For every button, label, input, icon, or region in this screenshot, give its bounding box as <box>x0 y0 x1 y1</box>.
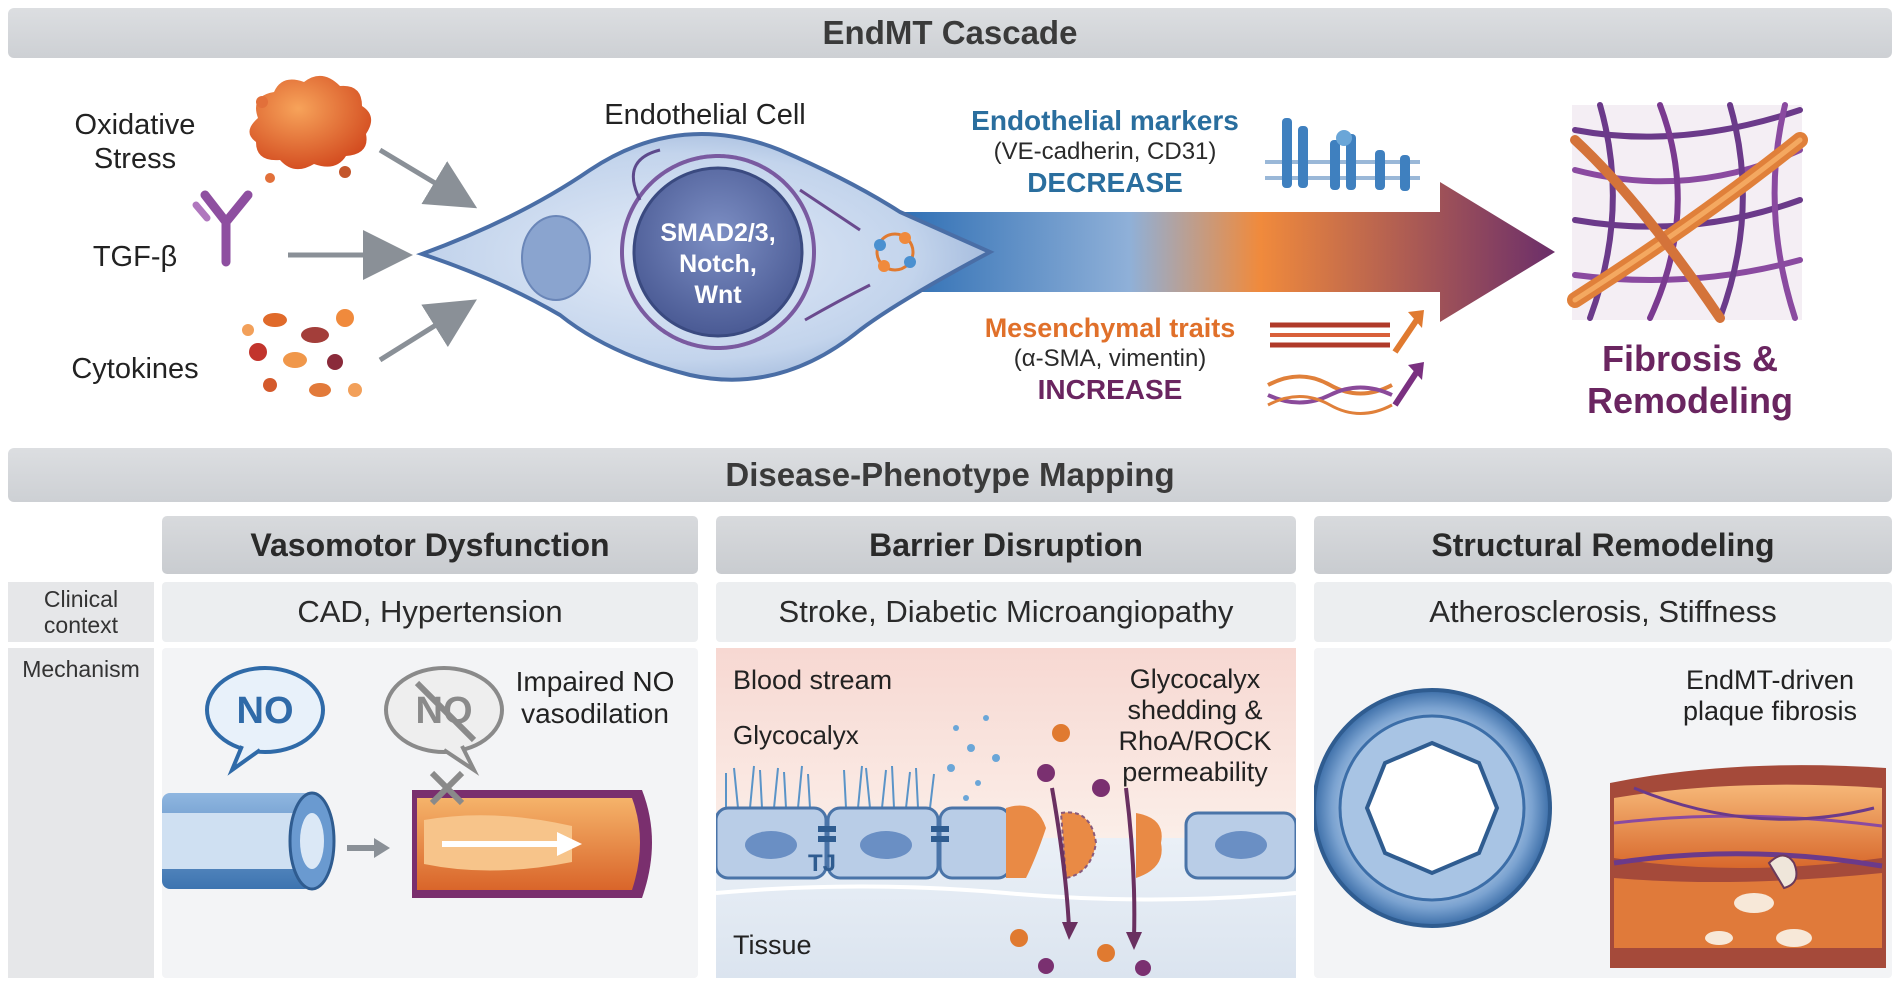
row-label-line: context <box>43 612 119 638</box>
nucleus-line: SMAD2/3, <box>660 219 776 247</box>
input-label-oxidative-stress: Oxidative Stress <box>40 108 230 176</box>
fibrotic-plaque-icon <box>1610 765 1886 968</box>
context-barrier: Stroke, Diabetic Microangiopathy <box>716 582 1296 642</box>
column-heading-vasomotor: Vasomotor Dysfunction <box>162 516 698 574</box>
mesenchymal-fibers-icon <box>1267 310 1424 415</box>
nucleus-label: SMAD2/3, Notch, Wnt <box>640 218 796 311</box>
glycocalyx-label: Glycocalyx <box>733 720 859 750</box>
dysfunctional-vessel-icon <box>412 770 652 898</box>
glycocalyx-icon <box>725 765 935 809</box>
input-arrows <box>288 147 478 363</box>
outcome-label: Fibrosis & Remodeling <box>1560 338 1820 422</box>
no-bubble-text: NO <box>236 690 294 732</box>
input-label-line: Stress <box>93 143 177 175</box>
outcome-line: Fibrosis & <box>1601 338 1779 379</box>
row-label-mechanism: Mechanism <box>8 648 154 978</box>
mesenchymal-traits-detail: (α-SMA, vimentin) <box>1013 345 1207 372</box>
mesenchymal-traits-block: Mesenchymal traits (α-SMA, vimentin) INC… <box>960 312 1260 406</box>
caption-line: vasodilation <box>521 698 669 729</box>
context-vasomotor: CAD, Hypertension <box>162 582 698 642</box>
nucleus-line: Wnt <box>694 281 742 309</box>
membrane-markers-icon <box>1265 118 1420 191</box>
column-heading-barrier: Barrier Disruption <box>716 516 1296 574</box>
endothelial-cell-layer <box>716 805 1296 880</box>
cascade-header: EndMT Cascade <box>8 8 1892 58</box>
input-label-tgf-beta: TGF-β <box>92 241 178 273</box>
nucleus-line: Notch, <box>679 250 757 278</box>
context-structural: Atherosclerosis, Stiffness <box>1314 582 1892 642</box>
cell-label: Endothelial Cell <box>604 99 806 131</box>
structural-illustration <box>1314 688 1886 968</box>
barrier-illustration <box>716 648 1296 978</box>
vasomotor-caption: Impaired NO vasodilation <box>500 666 690 730</box>
row-label-line: Clinical <box>43 586 119 612</box>
structural-caption: EndMT-driven plaque fibrosis <box>1660 665 1880 727</box>
mapping-header: Disease-Phenotype Mapping <box>8 448 1892 502</box>
mesenchymal-traits-title: Mesenchymal traits <box>984 313 1236 343</box>
cascade-diagram <box>192 75 1808 415</box>
tight-junction-label: TJ <box>808 850 837 877</box>
caption-line: Glycocalyx <box>1129 664 1261 694</box>
caption-line: shedding & <box>1127 695 1263 725</box>
input-label-line: Oxidative <box>74 109 196 141</box>
healthy-vessel-icon <box>162 791 336 891</box>
no-speech-bubble-icon <box>205 666 325 776</box>
fibrosis-mesh-icon <box>1567 102 1808 323</box>
mapping-title: Disease-Phenotype Mapping <box>725 456 1175 493</box>
oxidative-stress-cloud-icon <box>249 75 372 183</box>
endothelial-markers-detail: (VE-cadherin, CD31) <box>993 138 1217 165</box>
caption-line: EndMT-driven <box>1685 665 1855 695</box>
no-crossed-bubble-text: NO <box>415 690 473 732</box>
input-label-cytokines: Cytokines <box>71 353 199 385</box>
endothelial-markers-change: DECREASE <box>1027 167 1183 198</box>
tissue-label: Tissue <box>733 930 812 960</box>
endothelial-markers-title: Endothelial markers <box>971 105 1239 136</box>
caption-line: Impaired NO <box>515 666 675 697</box>
vasomotor-illustration <box>162 666 652 898</box>
antibody-icon <box>192 190 253 267</box>
endothelial-markers-block: Endothelial markers (VE-cadherin, CD31) … <box>950 105 1260 199</box>
endmt-transition-arrow <box>900 182 1555 322</box>
caption-line: RhoA/ROCK <box>1118 726 1272 756</box>
caption-line: plaque fibrosis <box>1682 696 1858 726</box>
outcome-line: Remodeling <box>1586 380 1793 421</box>
stiff-artery-cross-section-icon <box>1314 688 1552 928</box>
no-crossed-bubble-icon <box>384 666 504 776</box>
cytokine-particles-icon <box>242 309 362 397</box>
column-heading-structural: Structural Remodeling <box>1314 516 1892 574</box>
blood-stream-label: Blood stream <box>733 665 893 695</box>
shed-glycocalyx-particles <box>947 715 1000 801</box>
row-label-clinical-context: Clinical context <box>8 582 154 642</box>
mesenchymal-traits-change: INCREASE <box>1037 374 1183 405</box>
barrier-caption: Glycocalyx shedding & RhoA/ROCK permeabi… <box>1100 664 1290 788</box>
caption-line: permeability <box>1122 757 1268 787</box>
row-label-mechanism-text: Mechanism <box>22 656 140 682</box>
endothelial-cell-icon <box>415 132 995 382</box>
cascade-title: EndMT Cascade <box>822 14 1078 51</box>
